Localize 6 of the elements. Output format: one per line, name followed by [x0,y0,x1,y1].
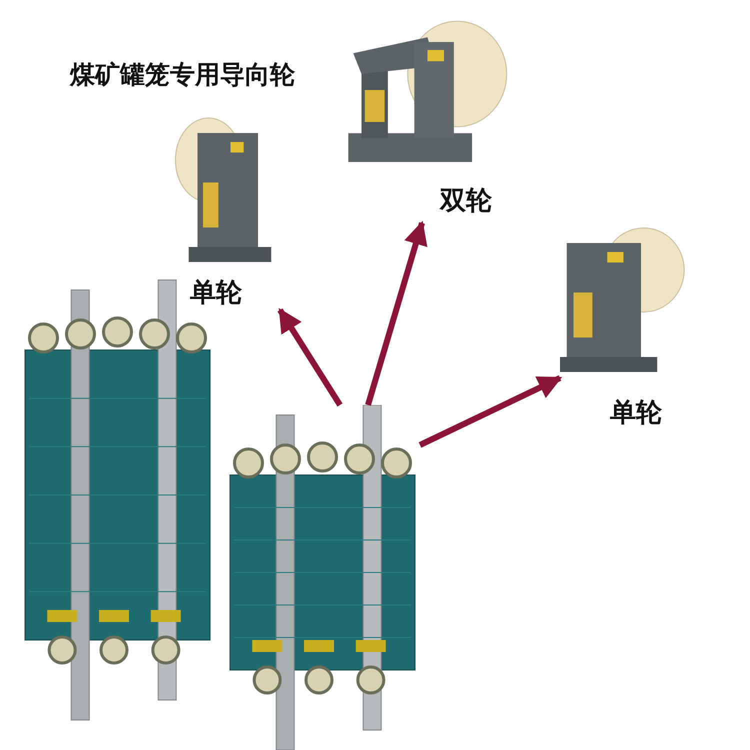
arrow [418,375,562,448]
arrow [277,308,343,407]
wheel-type-label: 双轮 [440,185,492,218]
wheel-type-label: 单轮 [610,397,662,430]
heading: 煤矿罐笼专用导向轮 [70,59,295,91]
wheel-type-label: 单轮 [190,277,242,310]
